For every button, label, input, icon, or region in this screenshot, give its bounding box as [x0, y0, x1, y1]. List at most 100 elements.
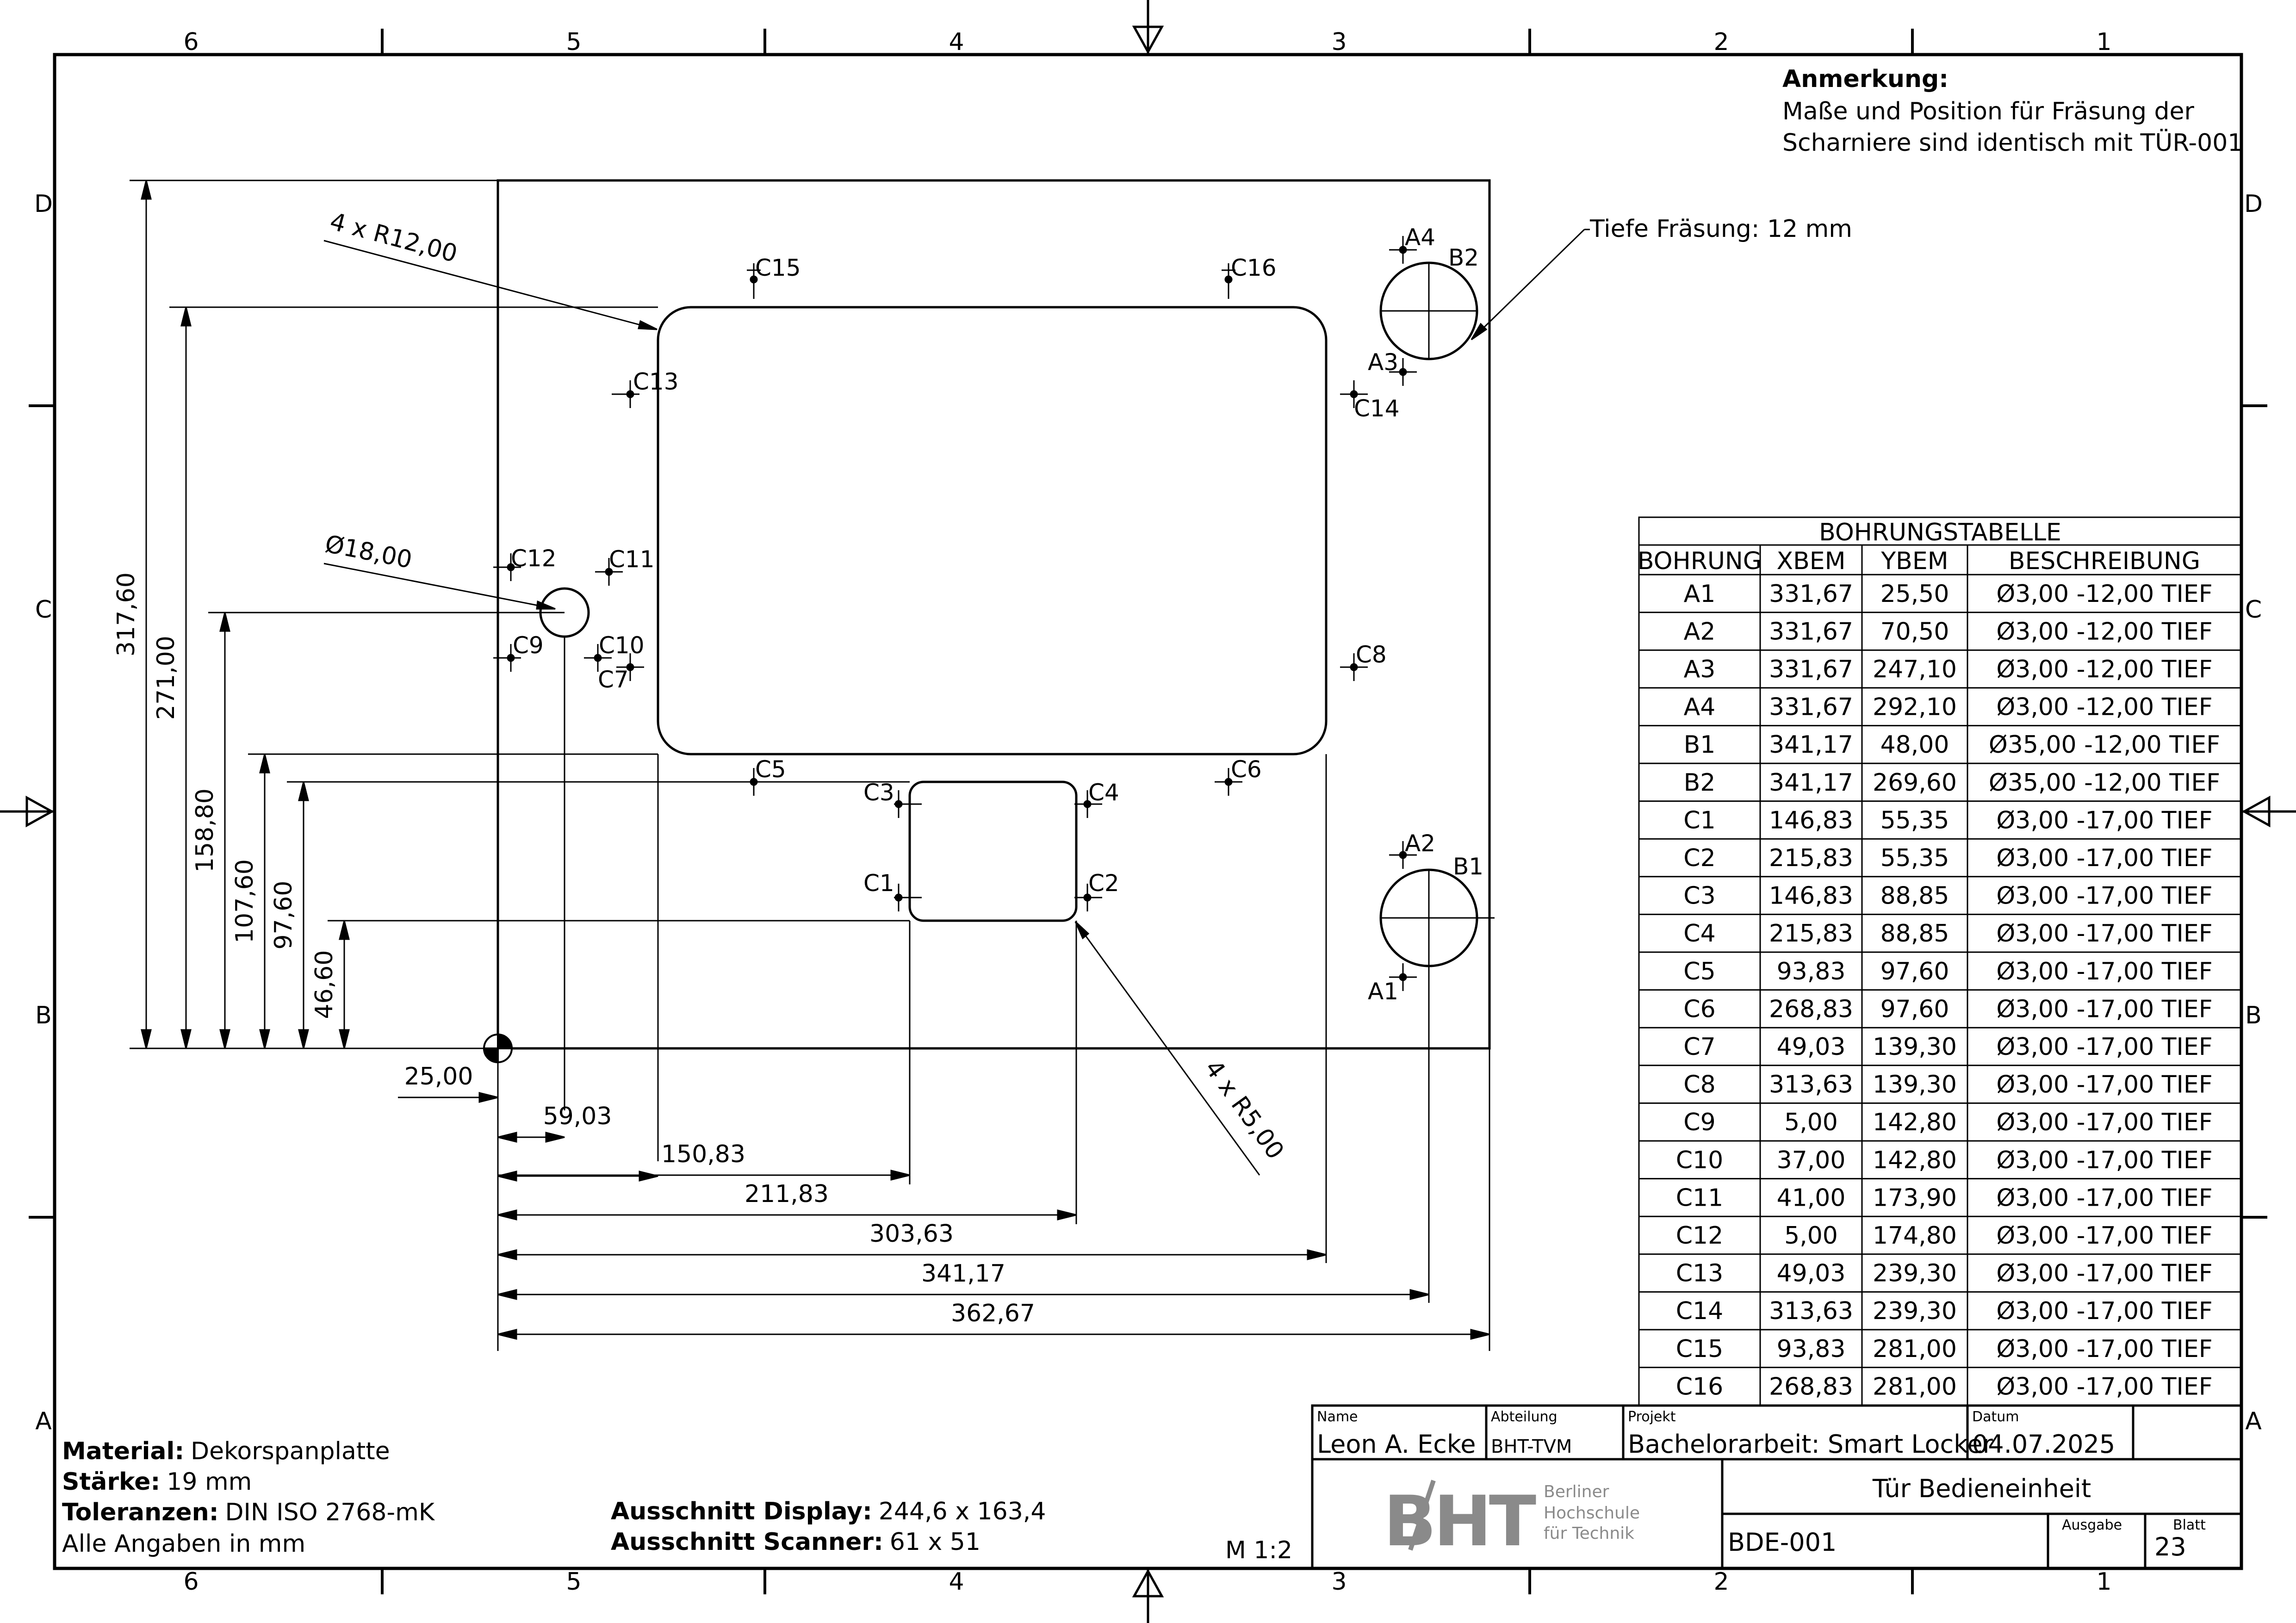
tb-dept-value: BHT-TVM: [1491, 1436, 1572, 1457]
scale-label: M 1:2: [1225, 1536, 1292, 1564]
diameter-18-callout: Ø18,00: [323, 530, 415, 574]
table-cell: 48,00: [1880, 731, 1949, 759]
table-cell: C9: [1683, 1109, 1715, 1136]
table-cell: Ø3,00 -17,00 TIEF: [1996, 1109, 2212, 1136]
dim-211-83: 211,83: [745, 1180, 829, 1208]
table-cell: 174,80: [1873, 1222, 1957, 1250]
zone-col-3-top: 3: [1331, 28, 1347, 56]
display-cutout: [657, 306, 1328, 756]
table-cell: C6: [1683, 995, 1715, 1023]
zone-col-2-top: 2: [1713, 28, 1729, 56]
table-cell: C2: [1683, 844, 1715, 872]
callout-texts: 4 x R12,00 Ø18,00 4 x R5,00 Tiefe Fräsun…: [323, 208, 1852, 1165]
table-cell: Ø3,00 -17,00 TIEF: [1996, 1071, 2212, 1099]
table-cell: 313,63: [1769, 1071, 1853, 1099]
table-cell: A4: [1684, 694, 1716, 721]
zone-col-6-top: 6: [183, 28, 199, 56]
zone-row-c-left: C: [35, 596, 52, 624]
table-cell: 25,50: [1880, 580, 1949, 608]
vertical-dimension-texts: 317,60 271,00 158,80 107,60 97,60 46,60: [112, 572, 338, 1019]
bore-centerlines: [1381, 263, 1495, 966]
marker-c10: [584, 644, 612, 672]
table-cell: 142,80: [1873, 1109, 1957, 1136]
marker-c13: [612, 380, 639, 408]
zone-col-1-bottom: 1: [2096, 1568, 2111, 1596]
dim-341-17: 341,17: [921, 1260, 1005, 1288]
bht-logo-line-1: Berliner: [1544, 1482, 1609, 1501]
table-cell: 281,00: [1873, 1335, 1957, 1363]
label-c13: C13: [633, 368, 679, 395]
table-cell: 49,03: [1777, 1033, 1846, 1061]
label-c10: C10: [599, 632, 645, 659]
dim-59-03: 59,03: [543, 1103, 612, 1130]
thickness-label: Stärke:: [62, 1468, 160, 1496]
zone-labels: 6 5 4 3 2 1 6 5 4 3 2 1 D C B A D C B A: [34, 28, 2263, 1596]
scanner-cutout-line: Ausschnitt Scanner:61 x 51: [611, 1528, 980, 1556]
marker-c7: [616, 653, 644, 681]
cutout-block: Ausschnitt Display:244,6 x 163,4 Ausschn…: [611, 1498, 1046, 1556]
table-cell: C1: [1683, 806, 1715, 834]
table-cell: Ø3,00 -17,00 TIEF: [1996, 1222, 2212, 1250]
table-cell: C15: [1676, 1335, 1723, 1363]
table-cell: Ø3,00 -17,00 TIEF: [1996, 882, 2212, 910]
scanner-cutout: [908, 781, 1078, 922]
horizontal-dimensions: [398, 637, 1490, 1351]
table-cell: 37,00: [1777, 1146, 1846, 1174]
material-block: Material:Dekorspanplatte Stärke:19 mm To…: [62, 1437, 435, 1558]
zone-ticks: [29, 29, 2267, 1594]
tb-project-label: Projekt: [1628, 1409, 1676, 1425]
tb-issue-label: Ausgabe: [2062, 1517, 2122, 1533]
tb-sheet-label: Blatt: [2173, 1517, 2206, 1533]
label-c4: C4: [1088, 779, 1119, 806]
marker-a3: [1389, 358, 1417, 386]
label-a4: A4: [1405, 224, 1435, 251]
table-cell: 97,60: [1880, 995, 1949, 1023]
table-cell: Ø3,00 -17,00 TIEF: [1996, 920, 2212, 948]
note-line-1: Maße und Position für Fräsung der: [1782, 98, 2195, 125]
table-cell: 139,30: [1873, 1071, 1957, 1099]
table-cell: 215,83: [1769, 844, 1853, 872]
hole-labels: C15 C16 C13 C14 C12 C11 C9 C10 C7 C8 C5 …: [511, 224, 1483, 1005]
table-cell: Ø3,00 -12,00 TIEF: [1996, 656, 2212, 683]
tolerance-value: DIN ISO 2768-mK: [225, 1499, 435, 1526]
zone-col-4-bottom: 4: [949, 1568, 964, 1596]
table-cell: Ø3,00 -17,00 TIEF: [1996, 806, 2212, 834]
table-cell: 341,17: [1769, 769, 1853, 797]
table-cell: Ø3,00 -17,00 TIEF: [1996, 1146, 2212, 1174]
table-cell: B2: [1684, 769, 1716, 797]
display-cutout-label: Ausschnitt Display:: [611, 1498, 872, 1525]
table-cell: 331,67: [1769, 694, 1853, 721]
bht-logo-line-2: Hochschule: [1544, 1504, 1640, 1523]
bht-logo-mark: BHT: [1384, 1481, 1536, 1562]
label-a3: A3: [1368, 349, 1398, 376]
table-cell: 269,60: [1873, 769, 1957, 797]
dim-46-60: 46,60: [310, 950, 338, 1019]
table-cell: Ø3,00 -17,00 TIEF: [1996, 995, 2212, 1023]
table-cell: Ø35,00 -12,00 TIEF: [1989, 769, 2220, 797]
marker-c4: [1074, 790, 1102, 818]
marker-c12: [493, 553, 521, 581]
hole-table-header-xbem: XBEM: [1776, 547, 1845, 575]
table-cell: 341,17: [1769, 731, 1853, 759]
zone-row-d-right: D: [2244, 190, 2263, 218]
table-cell: Ø3,00 -17,00 TIEF: [1996, 1260, 2212, 1288]
bht-logo-slash: [1408, 1480, 1436, 1551]
tb-sheet-value: 23: [2154, 1532, 2186, 1561]
marker-a2: [1389, 841, 1417, 869]
dim-317-60: 317,60: [112, 572, 140, 657]
vertical-dimensions: [130, 180, 910, 1049]
zone-col-1-top: 1: [2096, 28, 2111, 56]
table-cell: 142,80: [1873, 1146, 1957, 1174]
horizontal-dimension-texts: 25,00 59,03 150,83 211,83 303,63 341,17 …: [404, 1063, 1035, 1327]
table-cell: A3: [1684, 656, 1716, 683]
dim-303-63: 303,63: [869, 1220, 954, 1248]
bht-logo: BHT Berliner Hochschule für Technik: [1384, 1480, 1640, 1562]
